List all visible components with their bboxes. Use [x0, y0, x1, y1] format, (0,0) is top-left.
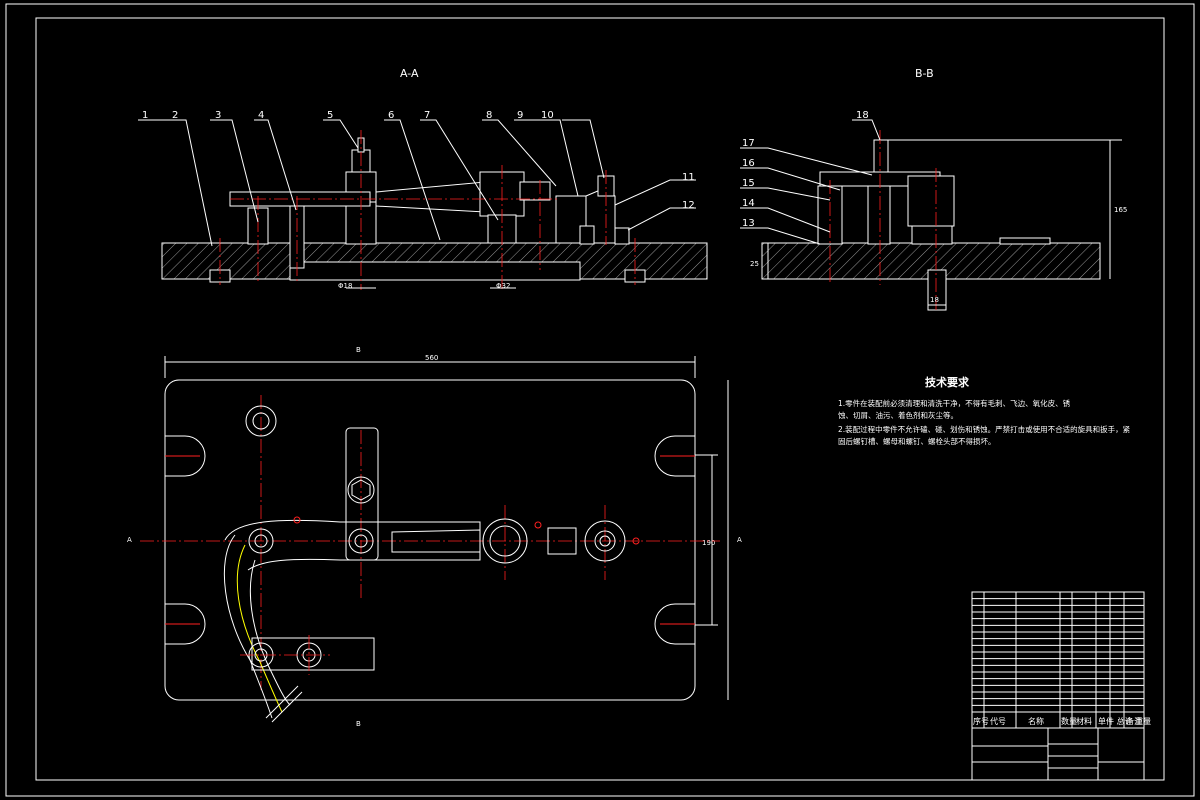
- dim-dia-mid: Φ32: [496, 282, 510, 290]
- requirement-line-3: 2.装配过程中零件不允许磕、碰、划伤和锈蚀。严禁打击或使用不合适的旋具和扳手，紧: [838, 424, 1131, 434]
- dim-bb-left: 25: [750, 260, 759, 268]
- callout-12: 12: [682, 200, 695, 211]
- top-view: 560 B B A A 190: [127, 346, 742, 728]
- section-bb-view: B-B 165 25 18 13 14 15 16 17: [740, 67, 1127, 311]
- bom-header-2: 名称: [1028, 716, 1044, 726]
- bom-header-1: 代号: [990, 716, 1006, 726]
- dim-bb-height: 165: [1114, 206, 1127, 214]
- section-bb-title: B-B: [915, 67, 934, 80]
- dim-overall-width: 560: [425, 354, 438, 362]
- callout-4: 4: [258, 110, 264, 121]
- bom-header-6: 备注: [1126, 716, 1142, 726]
- technical-requirements: 技术要求 1.零件在装配前必须清理和清洗干净，不得有毛刺、飞边、氧化皮、锈 蚀、…: [838, 375, 1131, 446]
- requirement-line-1: 1.零件在装配前必须清理和清洗干净，不得有毛刺、飞边、氧化皮、锈: [838, 398, 1071, 408]
- bom-header-5: 单件 总计 重量: [1098, 716, 1151, 726]
- callout-6: 6: [388, 110, 394, 121]
- callout-9: 9: [517, 110, 523, 121]
- callout-11: 11: [682, 172, 695, 183]
- bill-of-materials: 序号代号 名称 数量材料单件 总计 重量备注: [971, 591, 1151, 729]
- dim-bb-bottom: 18: [930, 296, 939, 304]
- aa-callouts: 1 2 3 4 5 6 7 8 9 10 11 12: [142, 110, 695, 211]
- callout-13: 13: [742, 218, 755, 229]
- view-mark-a-right: A: [737, 536, 742, 544]
- requirements-title: 技术要求: [925, 375, 970, 389]
- view-mark-b-bottom: B: [356, 720, 361, 728]
- callout-10: 10: [541, 110, 554, 121]
- callout-18: 18: [856, 110, 869, 121]
- inner-border: [35, 17, 1165, 781]
- callout-8: 8: [486, 110, 492, 121]
- callout-2: 2: [172, 110, 178, 121]
- dim-dia-left: Φ18: [338, 282, 352, 290]
- top-view-base-plate: [164, 379, 696, 701]
- outer-border: [5, 3, 1195, 797]
- view-mark-a-left: A: [127, 536, 132, 544]
- bom-header-0: 序号: [973, 716, 989, 726]
- requirement-line-4: 固后螺钉槽、螺母和螺钉、螺栓头部不得损坏。: [838, 436, 996, 446]
- bom-header-4: 材料: [1076, 716, 1092, 726]
- bom-header-3: 数量: [1061, 716, 1077, 726]
- callout-5: 5: [327, 110, 333, 121]
- callout-14: 14: [742, 198, 755, 209]
- requirement-line-2: 蚀、切屑、油污、着色剂和灰尘等。: [838, 410, 958, 420]
- dim-height: 190: [702, 539, 715, 547]
- section-aa-view: A-A: [138, 67, 708, 290]
- section-aa-title: A-A: [400, 67, 419, 80]
- callout-15: 15: [742, 178, 755, 189]
- callout-3: 3: [215, 110, 221, 121]
- title-block: [971, 727, 1145, 781]
- callout-17: 17: [742, 138, 755, 149]
- view-mark-b-top: B: [356, 346, 361, 354]
- callout-16: 16: [742, 158, 755, 169]
- callout-7: 7: [424, 110, 430, 121]
- bb-callouts: 13 14 15 16 17 18: [742, 110, 869, 229]
- callout-1: 1: [142, 110, 148, 121]
